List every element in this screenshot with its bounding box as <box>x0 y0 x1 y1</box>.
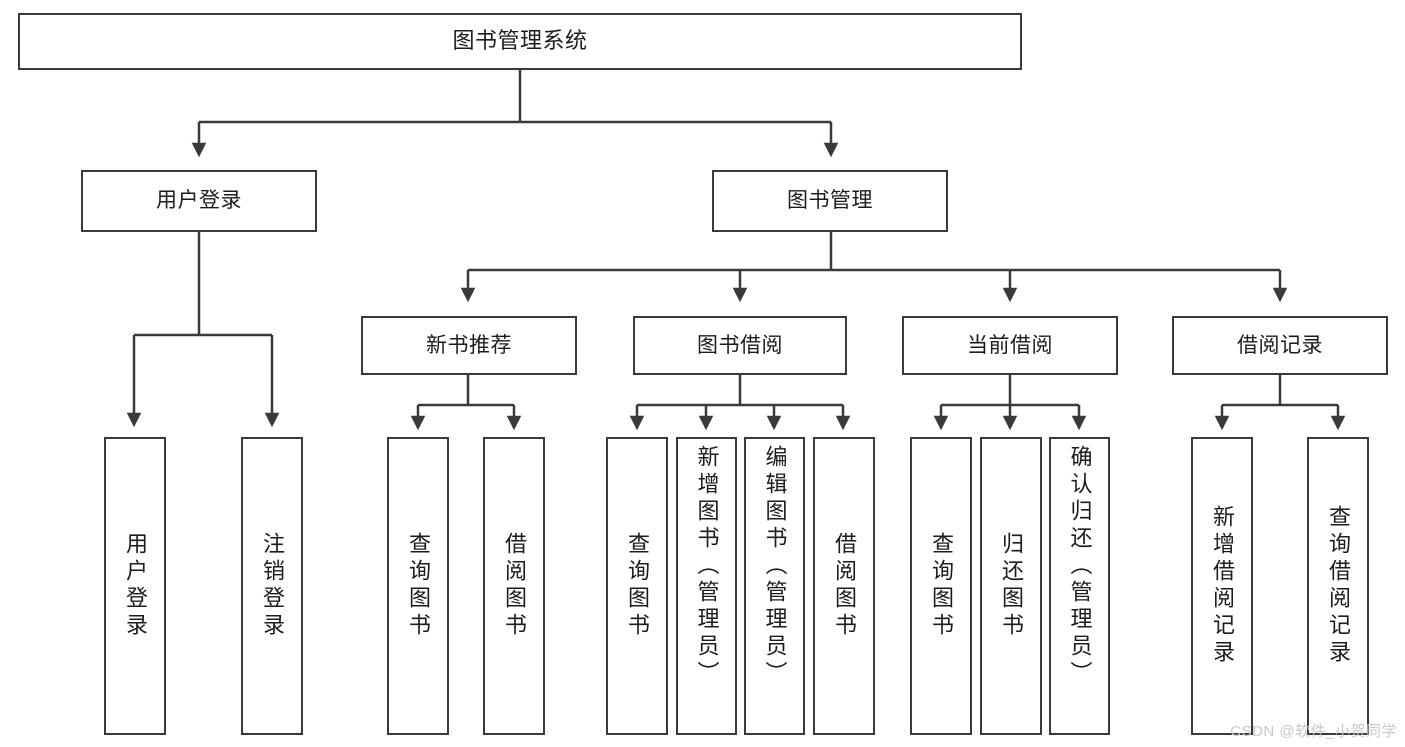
node-book-borrow[interactable]: 图书借阅 <box>633 316 847 375</box>
leaf-borrow-add-book-admin[interactable]: 新增图书（管理员） <box>676 437 737 735</box>
node-label: 借阅图书 <box>832 532 857 640</box>
node-label: 图书管理系统 <box>452 28 588 54</box>
leaf-current-query-book[interactable]: 查询图书 <box>910 437 972 735</box>
leaf-user-logout[interactable]: 注销登录 <box>241 437 303 735</box>
node-label: 查询图书 <box>406 532 431 640</box>
node-book-management[interactable]: 图书管理 <box>712 170 948 232</box>
watermark-text: CSDN @软件_小贺同学 <box>1230 723 1397 740</box>
node-label: 当前借阅 <box>967 333 1053 357</box>
leaf-user-login[interactable]: 用户登录 <box>104 437 166 735</box>
node-label: 用户登录 <box>123 532 148 640</box>
node-label: 确认归还（管理员） <box>1067 445 1093 688</box>
node-borrow-records[interactable]: 借阅记录 <box>1172 316 1388 375</box>
node-label: 编辑图书（管理员） <box>762 445 788 688</box>
node-label: 借阅图书 <box>502 532 527 640</box>
leaf-current-return-book[interactable]: 归还图书 <box>980 437 1042 735</box>
leaf-borrow-edit-book-admin[interactable]: 编辑图书（管理员） <box>744 437 805 735</box>
node-label: 查询借阅记录 <box>1326 505 1351 667</box>
leaf-new-borrow-book[interactable]: 借阅图书 <box>483 437 545 735</box>
node-label: 用户登录 <box>156 189 242 213</box>
leaf-new-query-book[interactable]: 查询图书 <box>387 437 449 735</box>
node-label: 新增图书（管理员） <box>694 445 720 688</box>
node-new-book-recommend[interactable]: 新书推荐 <box>361 316 577 375</box>
node-label: 图书管理 <box>787 189 873 213</box>
leaf-borrow-borrow-book[interactable]: 借阅图书 <box>813 437 875 735</box>
leaf-records-query-record[interactable]: 查询借阅记录 <box>1307 437 1369 735</box>
node-label: 借阅记录 <box>1237 333 1323 357</box>
node-label: 查询图书 <box>929 532 954 640</box>
node-label: 新书推荐 <box>426 333 512 357</box>
leaf-borrow-query-book[interactable]: 查询图书 <box>606 437 668 735</box>
node-label: 查询图书 <box>625 532 650 640</box>
leaf-records-add-record[interactable]: 新增借阅记录 <box>1191 437 1253 735</box>
node-current-borrow[interactable]: 当前借阅 <box>902 316 1118 375</box>
node-root-system[interactable]: 图书管理系统 <box>18 13 1022 70</box>
leaf-current-confirm-return-admin[interactable]: 确认归还（管理员） <box>1049 437 1110 735</box>
node-label: 新增借阅记录 <box>1210 505 1235 667</box>
node-label: 注销登录 <box>260 532 285 640</box>
node-label: 图书借阅 <box>697 333 783 357</box>
node-label: 归还图书 <box>999 532 1024 640</box>
node-user-login[interactable]: 用户登录 <box>81 170 317 232</box>
